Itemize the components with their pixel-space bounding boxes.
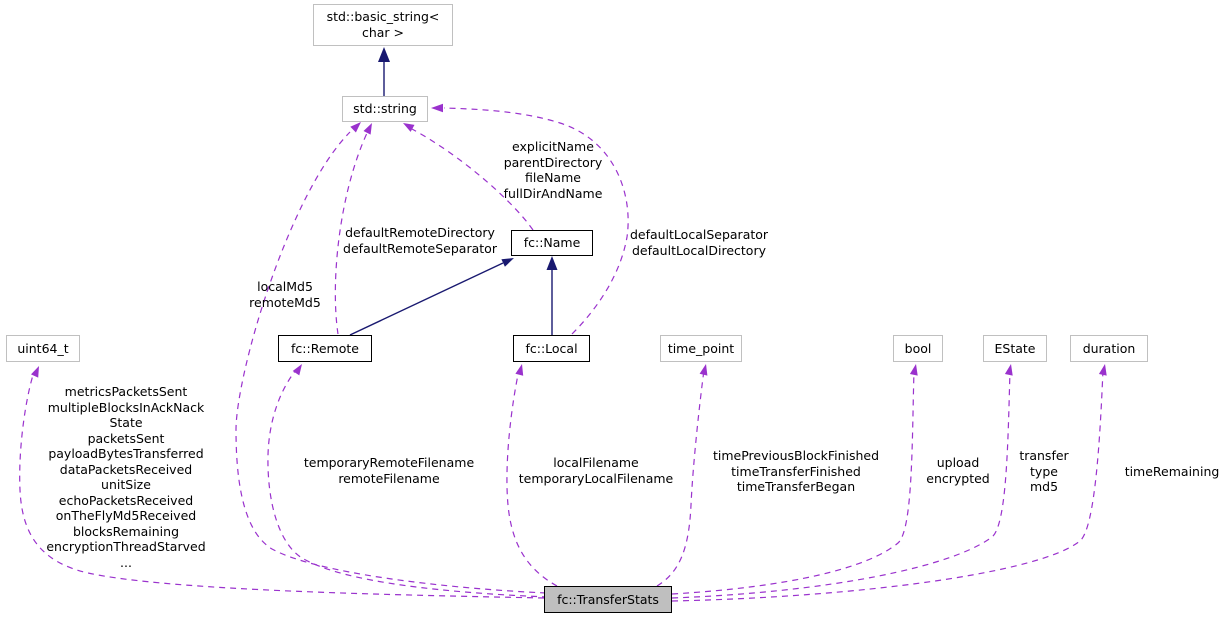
edge-label-stats-local-members: localFilename temporaryLocalFilename xyxy=(518,455,674,486)
usage-edge-name-string xyxy=(403,123,534,231)
class-box-time-point: time_point xyxy=(660,335,742,362)
edge-label-remote-string-members: defaultRemoteDirectory defaultRemoteSepa… xyxy=(343,225,497,256)
usage-edge-stats-local xyxy=(506,364,558,587)
edge-label-stats-remote-members: temporaryRemoteFilename remoteFilename xyxy=(303,455,475,486)
edge-label-name-string-members: explicitName parentDirectory fileName fu… xyxy=(503,139,603,201)
class-box-std-string: std::string xyxy=(342,96,428,122)
class-box-fc-local[interactable]: fc::Local xyxy=(513,335,590,362)
class-box-duration: duration xyxy=(1070,335,1148,362)
usage-edge-local-string xyxy=(431,103,629,335)
usage-edge-stats-timepoint xyxy=(656,364,708,587)
class-box-fc-transferstats: fc::TransferStats xyxy=(544,586,672,613)
inheritance-edge-remote-name xyxy=(349,258,514,336)
class-box-uint64-t: uint64_t xyxy=(6,335,80,362)
usage-edge-stats-duration xyxy=(671,364,1107,602)
usage-edge-stats-remote xyxy=(267,364,549,598)
class-box-bool: bool xyxy=(893,335,943,362)
usage-edge-stats-bool xyxy=(671,364,918,595)
class-box-fc-name[interactable]: fc::Name xyxy=(511,230,593,256)
usage-edge-stats-estate xyxy=(671,364,1013,599)
class-box-estate: EState xyxy=(983,335,1047,362)
inheritance-edge-local-name xyxy=(546,256,558,335)
edge-label-stats-uint64-members: metricsPacketsSent multipleBlocksInAckNa… xyxy=(46,384,206,570)
edge-label-stats-duration-members: timeRemaining xyxy=(1124,464,1220,479)
usage-edge-stats-string xyxy=(235,122,547,594)
edge-label-stats-timepoint-members: timePreviousBlockFinished timeTransferFi… xyxy=(712,448,880,494)
edge-label-local-string-members: defaultLocalSeparator defaultLocalDirect… xyxy=(629,227,769,258)
edge-label-stats-bool-members: upload encrypted xyxy=(926,455,990,486)
usage-edge-stats-uint64 xyxy=(19,366,545,599)
class-box-std-basic-string: std::basic_string< char > xyxy=(313,4,453,46)
class-box-fc-remote[interactable]: fc::Remote xyxy=(278,335,372,362)
edge-label-stats-estate-members: transfer type md5 xyxy=(1019,448,1069,494)
edge-label-stats-string-members: localMd5 remoteMd5 xyxy=(249,279,321,310)
inheritance-edge-string-basicstring xyxy=(378,47,390,96)
usage-edge-remote-string xyxy=(334,123,372,335)
